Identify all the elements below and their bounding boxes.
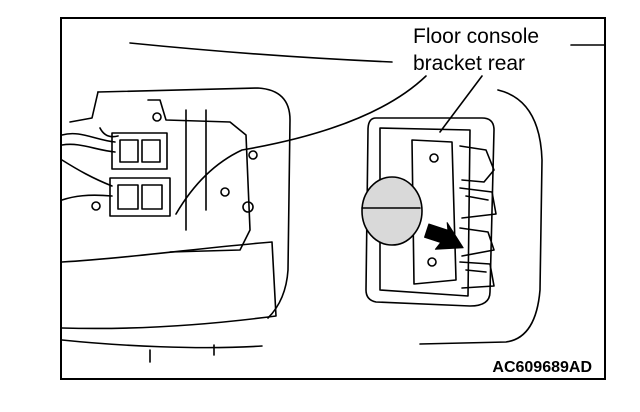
bracket-outer: [365, 117, 495, 307]
harness-clip: [99, 127, 119, 138]
lower-trim-edge: [61, 339, 263, 349]
bracket-hole-top: [429, 153, 439, 163]
trim-tabs: [149, 344, 215, 363]
panel-left-edge: [69, 91, 99, 123]
lower-trim-band: [61, 241, 277, 330]
direction-arrow: [424, 222, 464, 250]
connector-lower-pin-2: [141, 184, 163, 210]
panel-hole-1: [152, 112, 162, 122]
side-clip-middle: [459, 187, 497, 219]
console-surround: [419, 89, 543, 345]
harness-wire-1: [61, 132, 116, 143]
connector-lower-pin: [117, 184, 139, 210]
side-clip-lower: [459, 227, 495, 257]
panel-top-edge: [129, 42, 393, 63]
callout-label-line2: bracket rear: [413, 52, 526, 75]
illustration-frame: [60, 17, 606, 380]
connector-upper: [111, 132, 168, 170]
harness-wire-3: [61, 159, 113, 187]
side-clip-bottom: [459, 261, 495, 289]
panel-outline: [97, 87, 291, 319]
callout-leader-right: [439, 75, 483, 133]
bracket-hole-bottom: [427, 257, 437, 267]
connector-lower: [109, 177, 171, 217]
harness-wire-4: [61, 194, 113, 201]
panel-hole-4: [91, 201, 101, 211]
bracket-cutout: [361, 176, 423, 246]
harness-wire-2: [61, 143, 116, 153]
bracket-rear-assembly: [361, 89, 543, 345]
panel-hole-3: [242, 201, 254, 213]
callout-label-line1: Floor console: [413, 25, 540, 48]
panel-hole-2: [248, 150, 258, 160]
figure-code: AC609689AD: [490, 359, 594, 377]
connector-upper-pin-2: [141, 139, 161, 163]
left-panel-assembly: [61, 42, 393, 363]
connector-upper-pin: [119, 139, 139, 163]
side-clip-upper: [459, 145, 495, 183]
panel-hole-5: [220, 187, 230, 197]
inner-bracket: [147, 99, 251, 253]
callout-leader-left: [175, 75, 427, 215]
clip-detail: [465, 195, 489, 273]
